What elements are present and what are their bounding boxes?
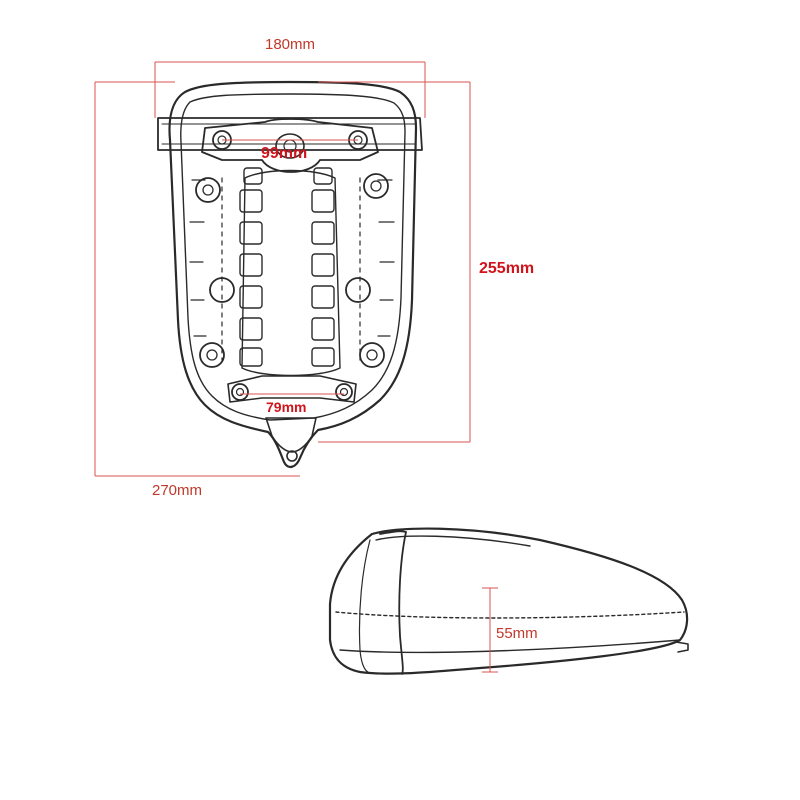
- dimension-lines-top-view: [94, 61, 471, 477]
- side-bolt-lower-right-inner: [366, 349, 378, 361]
- dim-line-180: [154, 61, 426, 118]
- seat-side-view: [328, 527, 689, 675]
- rib-grid-left: [239, 167, 263, 367]
- top-strap-inner: [161, 123, 417, 145]
- side-ribs: [189, 177, 395, 361]
- side-hole-left: [209, 277, 235, 303]
- dim-label-180: 180mm: [265, 36, 316, 53]
- mount-bolt-bottom-left-inner: [235, 387, 245, 397]
- seat-side-outline: [328, 527, 689, 675]
- side-bolt-upper-right: [363, 173, 389, 199]
- mount-bolt-bottom-right-inner: [339, 387, 349, 397]
- dim-line-55: [482, 587, 498, 673]
- seat-side-cap-inner: [358, 539, 371, 673]
- bracket-center-hole: [275, 133, 305, 159]
- center-channel: [241, 169, 341, 377]
- dim-line-270: [94, 81, 300, 477]
- top-strap: [157, 117, 423, 151]
- side-bolt-upper-left: [195, 177, 221, 203]
- seat-pan-rim: [180, 93, 406, 421]
- side-bolt-lower-right: [359, 342, 385, 368]
- side-hole-right: [345, 277, 371, 303]
- seat-side-cap: [379, 530, 407, 675]
- seat-side-top-seam: [375, 535, 531, 547]
- mount-bolt-bottom-left: [231, 383, 249, 401]
- dim-label-99: 99mm: [261, 145, 308, 162]
- side-bolt-upper-left-inner: [202, 184, 214, 196]
- seat-side-front-bolt: [675, 641, 689, 653]
- side-bolt-lower-left: [199, 342, 225, 368]
- side-bolt-lower-left-inner: [206, 349, 218, 361]
- top-bracket: [201, 118, 379, 173]
- dim-label-55: 55mm: [496, 625, 538, 642]
- seat-side-bottom: [339, 639, 681, 654]
- seat-side-mid-seam: [335, 611, 685, 619]
- front-tab-hole: [286, 450, 298, 462]
- dim-label-255: 255mm: [479, 260, 535, 277]
- seat-bottom-view: [157, 80, 423, 468]
- side-bolt-upper-right-inner: [370, 180, 382, 192]
- rib-grid-right: [311, 167, 335, 367]
- front-tab: [265, 417, 317, 453]
- mount-bolt-bottom-right: [335, 383, 353, 401]
- dim-line-255: [318, 81, 471, 443]
- dimension-line-side-view: [482, 587, 498, 673]
- dim-label-79: 79mm: [266, 399, 307, 415]
- seat-pan-outline: [168, 80, 418, 468]
- dim-label-270: 270mm: [152, 482, 203, 499]
